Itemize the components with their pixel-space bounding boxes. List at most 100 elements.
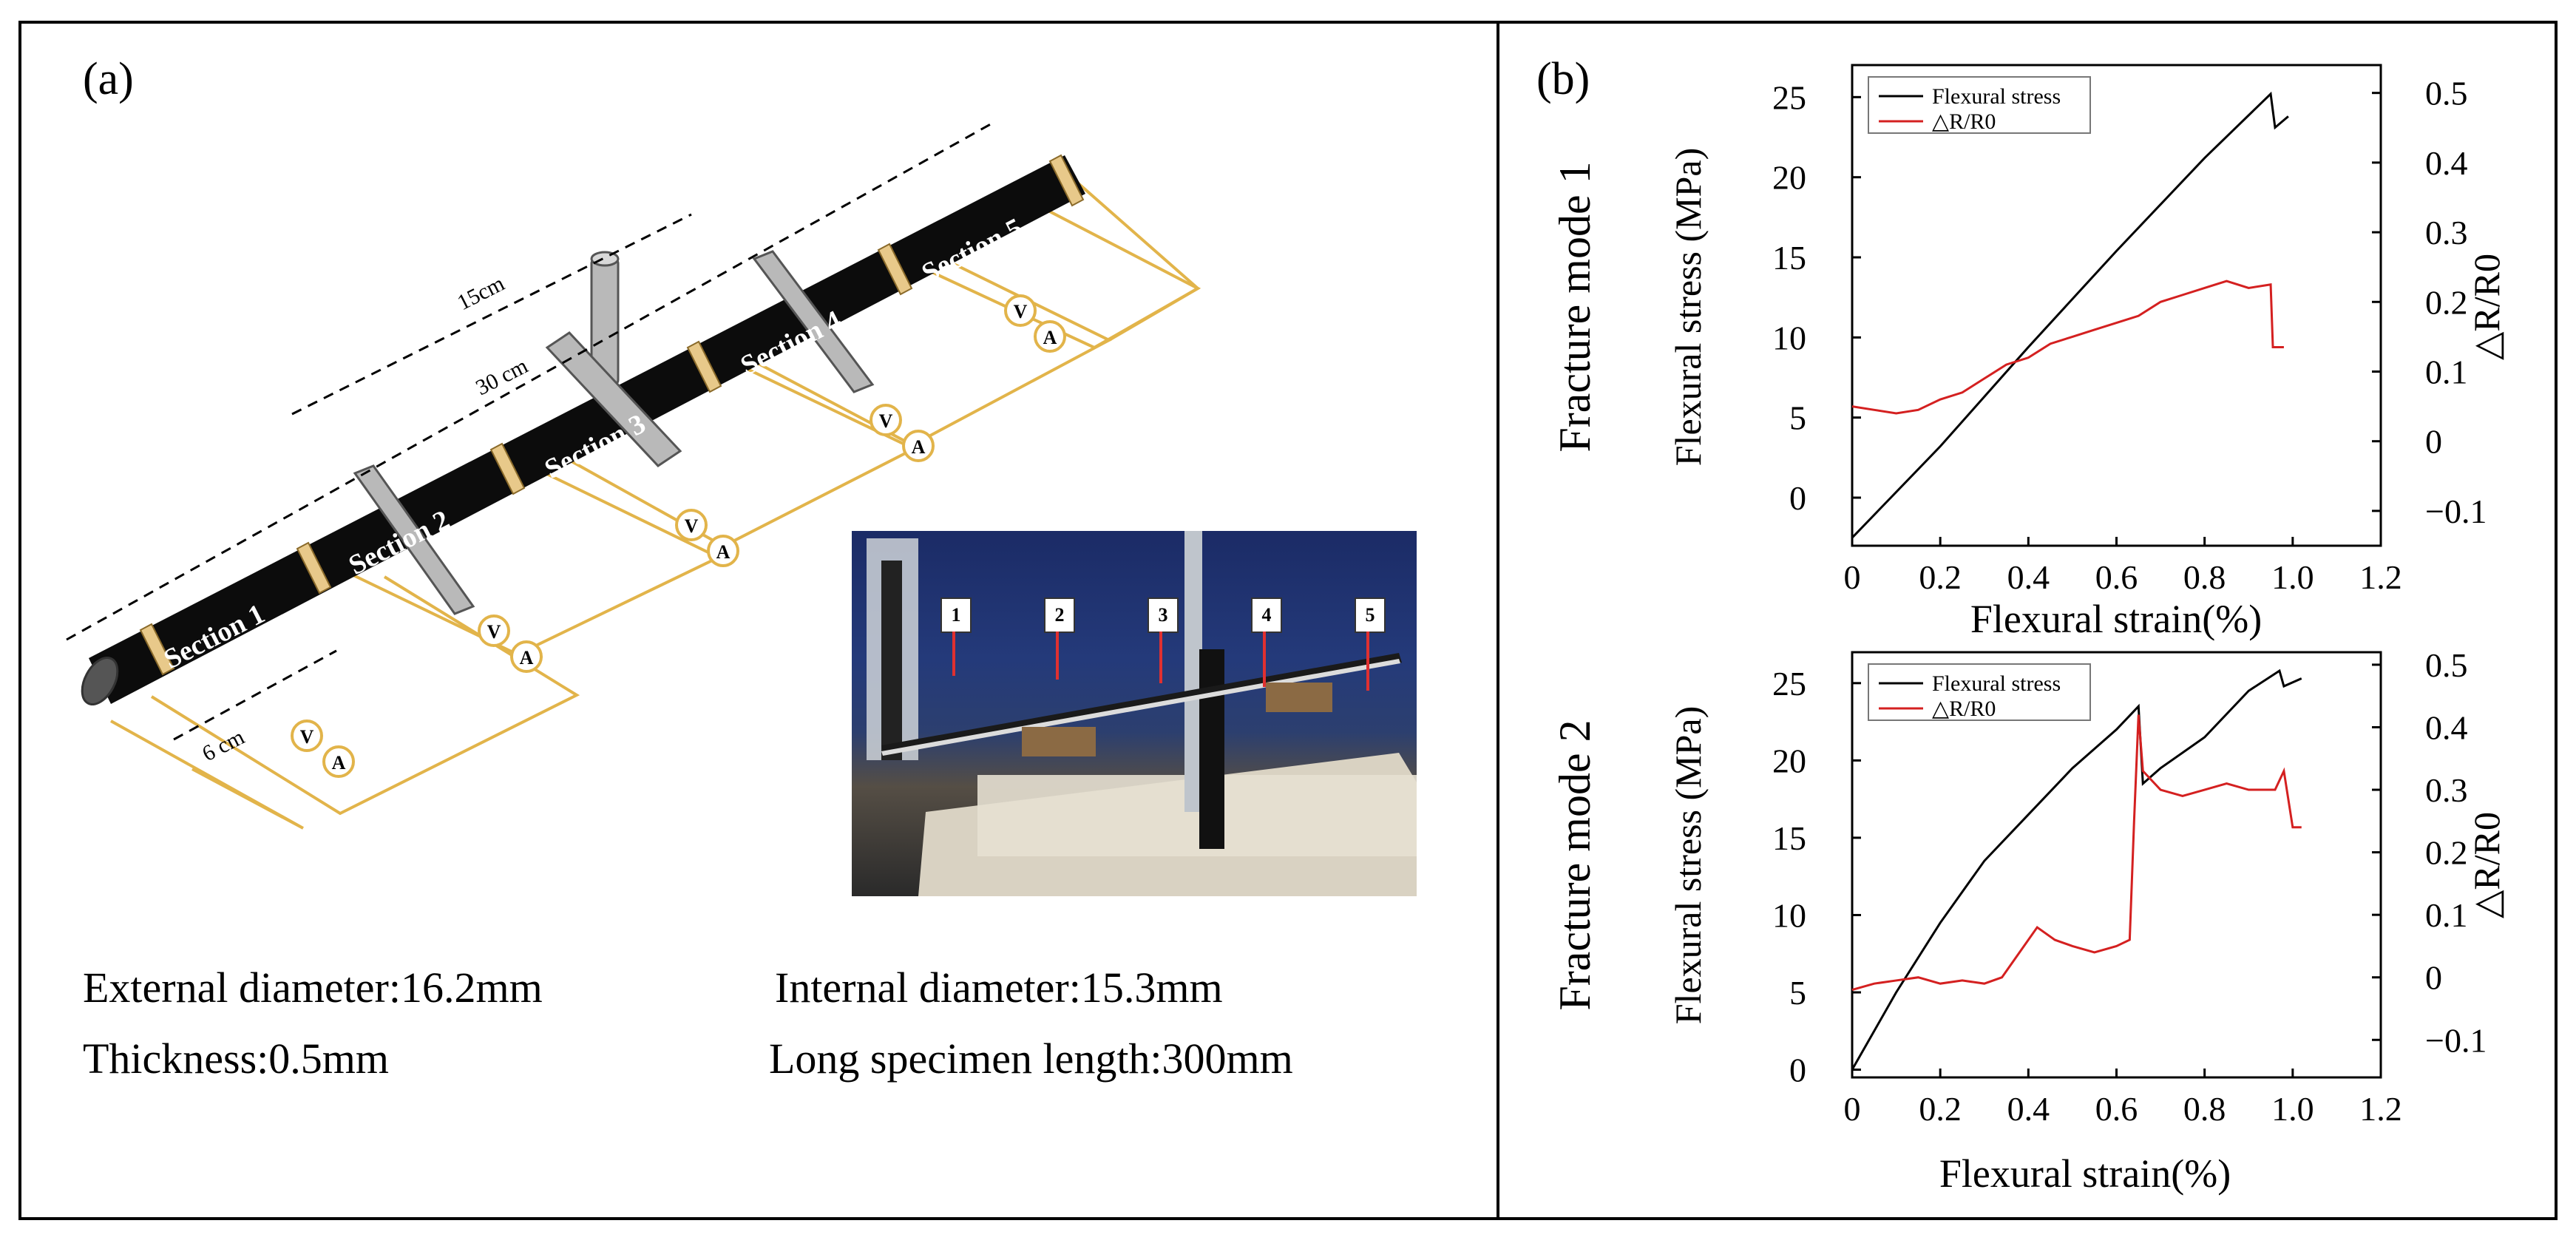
ammeter-symbol (707, 535, 739, 567)
specimen-schematic: Section 1 Section 2 Section 3 Section 4 … (66, 121, 1201, 830)
x-tick-label: 0 (1844, 558, 1861, 596)
y-tick-label: 10 (1772, 896, 1806, 934)
x-tick-label: 0 (1844, 1090, 1861, 1128)
x-axis-label: Flexural strain(%) (1939, 1151, 2231, 1196)
series-line-flexural-stress (1851, 668, 2302, 1071)
row-label: Fracture mode 2 (1550, 720, 1599, 1010)
voltmeter-label: V (685, 515, 699, 537)
y-right-tick-label: −0.1 (2425, 492, 2487, 530)
legend-box (1868, 76, 2091, 134)
test-setup-photo: 1 2 3 4 5 (852, 531, 1417, 896)
legend-entry: Flexural stress (1932, 84, 2061, 109)
voltmeter-symbol (1004, 294, 1037, 327)
y-tick-label: 5 (1789, 399, 1806, 437)
dim-30cm: 30 cm (472, 353, 532, 400)
x-tick-label: 1.0 (2271, 1090, 2314, 1128)
photo-marker-arrow (952, 632, 955, 676)
y-right-axis-label: △R/R0 (2466, 254, 2507, 360)
photo-marker-3: 3 (1148, 597, 1179, 633)
x-tick-label: 0.6 (2095, 1090, 2138, 1128)
legend: Flexural stress△R/R0 (1868, 663, 2091, 721)
voltmeter-symbol (291, 720, 323, 752)
y-tick-label: 20 (1772, 159, 1806, 197)
photo-marker-arrow (1159, 632, 1162, 683)
dimension-lines (66, 121, 995, 741)
y-right-tick-label: 0.4 (2425, 708, 2468, 746)
x-tick-label: 0.4 (2007, 558, 2050, 596)
y-tick-label: 0 (1789, 479, 1806, 517)
y-tick-label: 25 (1772, 78, 1806, 116)
voltmeter-symbol (870, 404, 902, 436)
x-tick-label: 1.2 (2359, 1090, 2402, 1128)
row-label: Fracture mode 1 (1550, 161, 1599, 452)
y-tick-label: 20 (1772, 742, 1806, 779)
x-tick-label: 0.2 (1919, 558, 1962, 596)
y-right-tick-label: 0.3 (2425, 771, 2468, 809)
spec-length: Long specimen length:300mm (769, 1035, 1293, 1083)
spec-thickness: Thickness:0.5mm (83, 1035, 390, 1083)
series-line-flexural-stress (1851, 91, 2289, 539)
y-right-tick-label: −0.1 (2425, 1021, 2487, 1059)
y-right-tick-label: 0.4 (2425, 144, 2468, 182)
legend: Flexural stress△R/R0 (1868, 76, 2091, 134)
ammeter-label: A (332, 752, 346, 773)
series-line-resistance-change (1851, 280, 2284, 415)
legend-entry: △R/R0 (1932, 109, 1996, 134)
y-tick-label: 10 (1772, 319, 1806, 356)
y-tick-label: 15 (1772, 819, 1806, 857)
panel-b-label: (b) (1536, 54, 1590, 104)
panel-divider (1497, 21, 1499, 1220)
voltmeter-label: V (487, 621, 501, 643)
ammeter-label: A (1043, 327, 1057, 348)
ammeter-symbol (902, 430, 935, 462)
x-tick-label: 0.6 (2095, 558, 2138, 596)
x-tick-label: 1.0 (2271, 558, 2314, 596)
x-axis-label: Flexural strain(%) (1970, 597, 2262, 641)
photo-marker-4: 4 (1251, 597, 1282, 633)
y-tick-label: 5 (1789, 974, 1806, 1012)
ammeter-label: A (520, 647, 534, 668)
y-right-tick-label: 0 (2425, 959, 2442, 997)
x-tick-label: 0.8 (2183, 1090, 2226, 1128)
y-right-tick-label: 0.2 (2425, 834, 2468, 872)
dim-15cm: 15cm (453, 271, 508, 316)
legend-entry: △R/R0 (1932, 697, 1996, 721)
photo-marker-arrow (1263, 632, 1266, 687)
photo-marker-2: 2 (1044, 597, 1075, 633)
ammeter-symbol (510, 640, 543, 673)
y-right-tick-label: 0.2 (2425, 283, 2468, 321)
photo-drawing (867, 531, 1417, 896)
spec-internal-diameter: Internal diameter:15.3mm (775, 964, 1223, 1012)
y-axis-label: Flexural stress (MPa) (1667, 148, 1709, 467)
photo-marker-1: 1 (940, 597, 972, 633)
ammeter-symbol (1034, 320, 1066, 353)
ammeter-label: A (716, 541, 731, 563)
voltmeter-label: V (300, 726, 314, 748)
photo-marker-5: 5 (1355, 597, 1386, 633)
series-line-resistance-change (1851, 714, 2302, 992)
voltmeter-label: V (1014, 301, 1028, 322)
chart-area: 0 0.2 0.4 0.6 0.8 1.0 1.2 0 5 10 15 20 25 −0.1 0 0.1 0.2… (1550, 64, 2507, 1196)
voltmeter-symbol (675, 509, 708, 541)
electrode-bands (139, 154, 1085, 676)
y-right-tick-label: 0 (2425, 423, 2442, 461)
y-right-tick-label: 0.3 (2425, 214, 2468, 251)
panel-a-label: (a) (83, 54, 134, 104)
legend-entry: Flexural stress (1932, 671, 2061, 696)
x-tick-label: 0.8 (2183, 558, 2226, 596)
y-tick-label: 25 (1772, 665, 1806, 702)
y-right-axis-label: △R/R0 (2466, 812, 2507, 918)
x-tick-label: 0.4 (2007, 1090, 2050, 1128)
ammeter-symbol (322, 745, 355, 778)
y-tick-label: 15 (1772, 239, 1806, 277)
loading-supports (353, 250, 875, 615)
y-right-tick-label: 0.1 (2425, 353, 2468, 390)
voltmeter-symbol (478, 614, 510, 647)
spec-external-diameter: External diameter:16.2mm (83, 964, 543, 1012)
y-right-tick-label: 0.1 (2425, 896, 2468, 934)
ammeter-label: A (912, 436, 926, 458)
y-right-tick-label: 0.5 (2425, 646, 2468, 684)
